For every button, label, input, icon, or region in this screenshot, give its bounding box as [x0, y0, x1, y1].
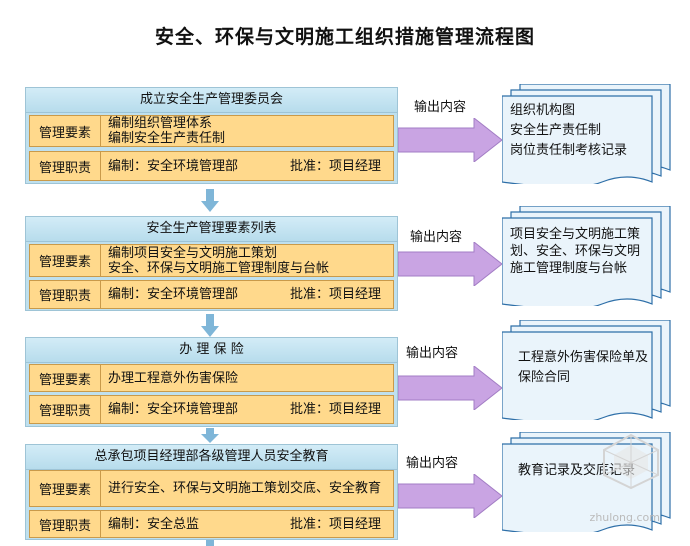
document-text: 项目安全与文明施工策划、安全、环保与文明施工管理制度与台帐	[510, 226, 652, 277]
compiler-text: 编制：安全环境管理部	[108, 287, 239, 302]
output-arrow-icon	[398, 474, 503, 518]
compiler-text: 编制：安全环境管理部	[108, 158, 239, 174]
output-item: 组织机构图	[510, 103, 576, 118]
duties-row: 管理职责 编制：安全总监 批准：项目经理	[29, 510, 394, 538]
output-label: 输出内容	[406, 346, 459, 361]
requirement-item: 办理工程意外伤害保险	[108, 370, 239, 386]
requirements-content: 进行安全、环保与文明施工策划交底、安全教育	[108, 471, 389, 506]
requirements-row: 管理要素 进行安全、环保与文明施工策划交底、安全教育	[29, 470, 394, 507]
duties-label: 管理职责	[30, 511, 101, 537]
duties-row: 管理职责 编制：安全环境管理部 批准：项目经理	[29, 280, 394, 309]
down-arrow-icon	[201, 314, 219, 337]
duties-content: 编制：安全环境管理部 批准：项目经理	[108, 152, 389, 180]
output-document-1: 组织机构图 安全生产责任制 岗位责任制考核记录	[502, 84, 677, 184]
requirements-content: 编制项目安全与文明施工策划 安全、环保与文明施工管理制度与台帐	[108, 245, 389, 276]
output-arrow-icon	[398, 242, 503, 286]
stage-title: 总承包项目经理部各级管理人员安全教育	[26, 445, 397, 470]
stage-title: 安全生产管理要素列表	[26, 217, 397, 242]
requirements-label: 管理要素	[30, 245, 101, 276]
compiler-text: 编制：安全环境管理部	[108, 402, 239, 417]
document-stack-icon	[502, 206, 671, 306]
duties-label: 管理职责	[30, 281, 101, 308]
duties-content: 编制：安全环境管理部 批准：项目经理	[108, 281, 389, 308]
down-arrow-icon	[201, 189, 219, 212]
requirements-content: 编制组织管理体系 编制安全生产责任制	[108, 116, 389, 146]
requirement-item: 安全、环保与文明施工管理制度与台帐	[108, 260, 330, 276]
down-arrow-icon	[201, 428, 219, 443]
output-label: 输出内容	[406, 456, 459, 471]
duties-content: 编制：安全总监 批准：项目经理	[108, 511, 389, 537]
duties-content: 编制：安全环境管理部 批准：项目经理	[108, 396, 389, 423]
requirements-row: 管理要素 编制项目安全与文明施工策划 安全、环保与文明施工管理制度与台帐	[29, 244, 394, 277]
output-item: 岗位责任制考核记录	[510, 143, 628, 158]
document-text: 组织机构图 安全生产责任制 岗位责任制考核记录	[510, 102, 660, 159]
compiler-text: 编制：安全总监	[108, 516, 200, 532]
output-item: 安全生产责任制	[510, 123, 602, 138]
requirement-item: 进行安全、环保与文明施工策划交底、安全教育	[108, 481, 382, 496]
stage-title: 成立安全生产管理委员会	[26, 88, 397, 113]
document-stack-icon	[502, 320, 671, 420]
approver-text: 批准：项目经理	[289, 287, 381, 302]
output-arrow-icon	[398, 118, 503, 162]
approver-text: 批准：项目经理	[289, 402, 381, 417]
requirements-row: 管理要素 办理工程意外伤害保险	[29, 364, 394, 392]
stage-2: 安全生产管理要素列表 管理要素 编制项目安全与文明施工策划 安全、环保与文明施工…	[25, 216, 398, 311]
duties-label: 管理职责	[30, 152, 101, 180]
stage-title: 办 理 保 险	[26, 338, 397, 363]
output-label: 输出内容	[410, 230, 463, 245]
down-arrow-icon	[206, 540, 214, 546]
output-document-2: 项目安全与文明施工策划、安全、环保与文明施工管理制度与台帐	[502, 206, 677, 306]
requirements-label: 管理要素	[30, 471, 101, 506]
output-item: 项目安全与文明施工策划、安全、环保与文明施工管理制度与台帐	[510, 227, 641, 276]
document-text: 工程意外伤害保险单及保险合同	[518, 348, 648, 388]
requirement-item: 编制组织管理体系	[108, 116, 213, 131]
watermark-text: zhulong.com	[589, 511, 660, 524]
output-label: 输出内容	[414, 100, 467, 115]
requirement-item: 编制项目安全与文明施工策划	[108, 245, 278, 261]
stage-1: 成立安全生产管理委员会 管理要素 编制组织管理体系 编制安全生产责任制 管理职责…	[25, 87, 398, 184]
requirement-item: 编制安全生产责任制	[108, 131, 226, 146]
output-item: 工程意外伤害保险单及保险合同	[518, 350, 649, 385]
duties-row: 管理职责 编制：安全环境管理部 批准：项目经理	[29, 395, 394, 424]
output-document-3: 工程意外伤害保险单及保险合同	[502, 320, 677, 420]
duties-row: 管理职责 编制：安全环境管理部 批准：项目经理	[29, 151, 394, 181]
requirements-row: 管理要素 编制组织管理体系 编制安全生产责任制	[29, 115, 394, 147]
duties-label: 管理职责	[30, 396, 101, 423]
document-stack-icon	[502, 84, 671, 184]
output-arrow-icon	[398, 366, 503, 410]
approver-text: 批准：项目经理	[289, 516, 381, 532]
stage-4: 总承包项目经理部各级管理人员安全教育 管理要素 进行安全、环保与文明施工策划交底…	[25, 444, 398, 540]
stage-3: 办 理 保 险 管理要素 办理工程意外伤害保险 管理职责 编制：安全环境管理部 …	[25, 337, 398, 427]
requirements-content: 办理工程意外伤害保险	[108, 365, 389, 391]
page-title: 安全、环保与文明施工组织措施管理流程图	[154, 26, 535, 48]
approver-text: 批准：项目经理	[289, 158, 381, 174]
watermark-logo-icon	[603, 433, 659, 490]
requirements-label: 管理要素	[30, 116, 101, 146]
requirements-label: 管理要素	[30, 365, 101, 391]
